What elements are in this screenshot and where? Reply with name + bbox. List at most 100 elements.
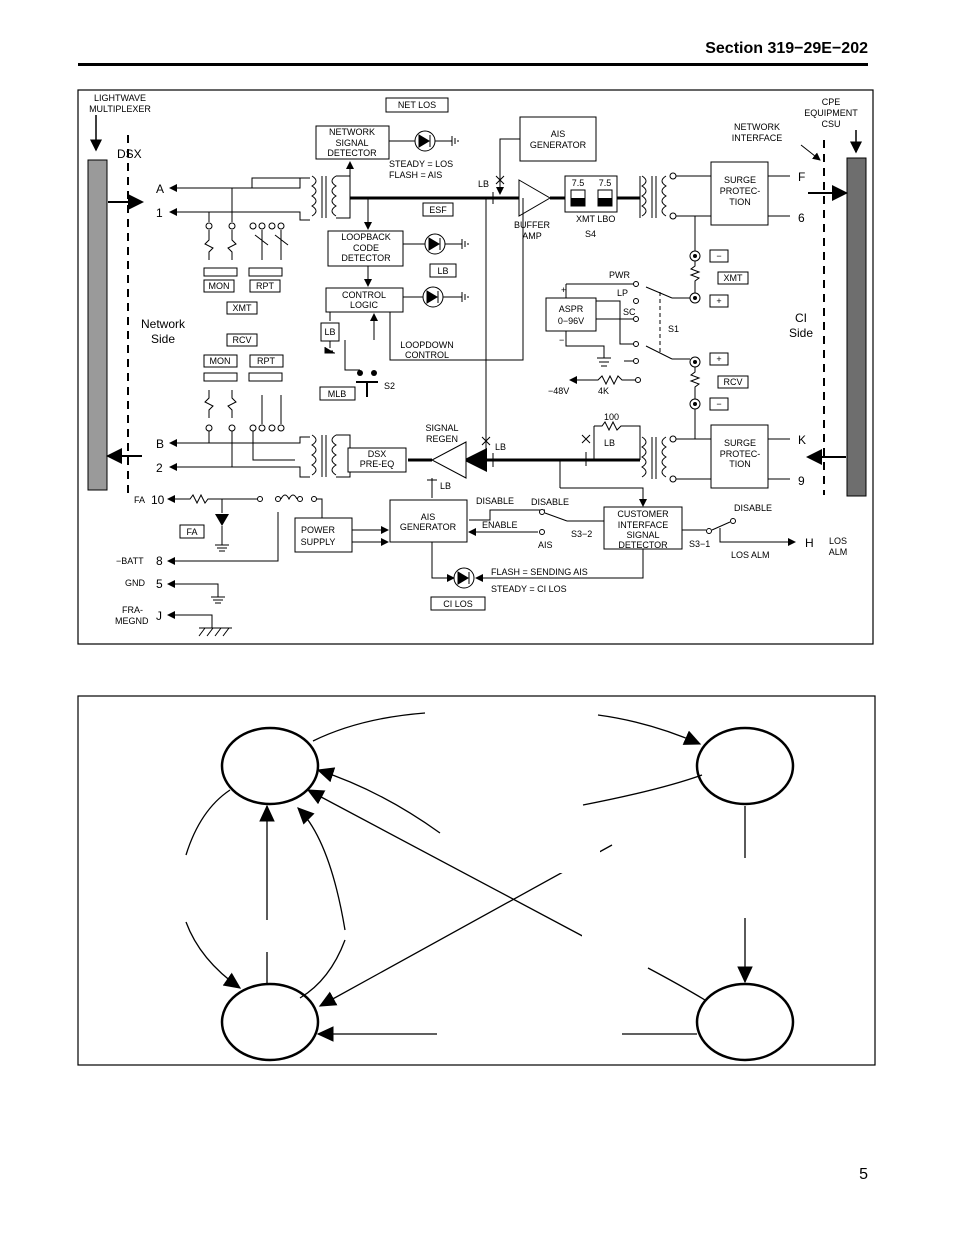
- multiplexer-label: MULTIPLEXER: [89, 104, 151, 114]
- multiplexer-bar: [87, 159, 108, 491]
- svg-text:MLB: MLB: [328, 389, 347, 399]
- svg-text:DISABLE: DISABLE: [476, 496, 514, 506]
- svg-text:−48V: −48V: [548, 386, 569, 396]
- terminal-a: A: [156, 182, 164, 196]
- terminal-1: 1: [156, 206, 163, 220]
- svg-text:J: J: [156, 609, 162, 623]
- state-node-bottom-right: [695, 982, 795, 1062]
- svg-text:10: 10: [151, 493, 165, 507]
- svg-text:PROTEC-: PROTEC-: [720, 186, 761, 196]
- svg-text:S1: S1: [668, 324, 679, 334]
- svg-text:PRE-EQ: PRE-EQ: [360, 459, 395, 469]
- svg-text:LP: LP: [617, 288, 628, 298]
- svg-text:GENERATOR: GENERATOR: [530, 140, 587, 150]
- svg-text:AIS: AIS: [421, 512, 436, 522]
- svg-text:FRA-: FRA-: [122, 605, 143, 615]
- terminal-6: 6: [798, 211, 805, 225]
- svg-text:RCV: RCV: [723, 377, 742, 387]
- svg-text:S2: S2: [384, 381, 395, 391]
- terminal-9: 9: [798, 474, 805, 488]
- terminal-f: F: [798, 170, 805, 184]
- terminal-2: 2: [156, 461, 163, 475]
- csu-bar: [846, 157, 867, 497]
- net-los-label: NET LOS: [398, 100, 436, 110]
- svg-text:DSX: DSX: [368, 449, 387, 459]
- terminal-k: K: [798, 433, 806, 447]
- transition-right-arc: [297, 807, 346, 931]
- transition-top-right-out: [582, 774, 703, 806]
- svg-text:AIS: AIS: [551, 129, 566, 139]
- svg-text:DISABLE: DISABLE: [531, 497, 569, 507]
- state-node-bottom-left: [220, 982, 320, 1062]
- svg-text:CUSTOMER: CUSTOMER: [617, 509, 669, 519]
- svg-text:XMT: XMT: [724, 273, 744, 283]
- svg-text:GND: GND: [125, 578, 146, 588]
- svg-text:SC: SC: [623, 307, 636, 317]
- svg-text:S4: S4: [585, 229, 596, 239]
- svg-text:−BATT: −BATT: [116, 556, 144, 566]
- svg-text:ENABLE: ENABLE: [482, 520, 518, 530]
- rpt-bottom-label: RPT: [257, 356, 276, 366]
- svg-text:REGEN: REGEN: [426, 434, 458, 444]
- svg-text:LOS ALM: LOS ALM: [731, 550, 770, 560]
- section-heading: Section 319−29E−202: [705, 40, 868, 57]
- svg-text:MEGND: MEGND: [115, 616, 149, 626]
- svg-text:FLASH = AIS: FLASH = AIS: [389, 170, 442, 180]
- terminal-b: B: [156, 437, 164, 451]
- network-side-label-1: Network: [141, 317, 186, 331]
- dsx-label: DSX: [117, 147, 142, 161]
- svg-text:100: 100: [604, 412, 619, 422]
- svg-text:INTERFACE: INTERFACE: [732, 133, 783, 143]
- svg-text:7.5: 7.5: [572, 178, 585, 188]
- svg-text:LOOPBACK: LOOPBACK: [341, 232, 391, 242]
- svg-text:S3−2: S3−2: [571, 529, 592, 539]
- svg-text:SIGNAL: SIGNAL: [425, 423, 458, 433]
- svg-text:LB: LB: [495, 442, 506, 452]
- rcv-left-label: RCV: [232, 335, 251, 345]
- transition-left-arc-bottom: [185, 921, 242, 989]
- svg-text:CPE: CPE: [822, 97, 841, 107]
- transition-diagonal-down: [306, 789, 591, 941]
- svg-text:AMP: AMP: [522, 231, 542, 241]
- svg-text:FLASH = SENDING AIS: FLASH = SENDING AIS: [491, 567, 588, 577]
- mon-top-label: MON: [209, 281, 230, 291]
- svg-text:POWER: POWER: [301, 525, 336, 535]
- state-diagram-frame: [77, 695, 876, 1066]
- svg-text:CODE: CODE: [353, 243, 379, 253]
- svg-text:+: +: [716, 354, 721, 364]
- svg-text:SURGE: SURGE: [724, 175, 756, 185]
- transition-mid-to-top-left: [316, 767, 441, 834]
- svg-text:ASPR: ASPR: [559, 304, 584, 314]
- transition-right-arc-low: [299, 939, 346, 999]
- svg-text:8: 8: [156, 554, 163, 568]
- svg-text:+: +: [561, 285, 566, 295]
- svg-text:LB: LB: [478, 179, 489, 189]
- svg-text:LOOPDOWN: LOOPDOWN: [400, 340, 454, 350]
- transition-bottom-right-stub: [647, 967, 706, 1001]
- svg-text:NETWORK: NETWORK: [734, 122, 780, 132]
- svg-text:INTERFACE: INTERFACE: [618, 520, 669, 530]
- svg-text:FA: FA: [134, 495, 145, 505]
- svg-text:−: −: [716, 399, 721, 409]
- svg-text:S3−1: S3−1: [689, 539, 710, 549]
- svg-text:DETECTOR: DETECTOR: [618, 540, 668, 550]
- mon-bottom-label: MON: [210, 356, 231, 366]
- lightwave-label: LIGHTWAVE: [94, 93, 146, 103]
- svg-text:NETWORK: NETWORK: [329, 127, 375, 137]
- svg-text:LOGIC: LOGIC: [350, 300, 379, 310]
- svg-text:STEADY = LOS: STEADY = LOS: [389, 159, 453, 169]
- diagram-frame: [77, 89, 874, 645]
- page-number: 5: [859, 1166, 868, 1183]
- svg-text:PWR: PWR: [609, 270, 630, 280]
- svg-text:CSU: CSU: [821, 119, 840, 129]
- svg-text:SIGNAL: SIGNAL: [335, 138, 368, 148]
- svg-text:+: +: [716, 296, 721, 306]
- svg-text:TION: TION: [729, 197, 751, 207]
- svg-text:7.5: 7.5: [599, 178, 612, 188]
- svg-text:LB: LB: [324, 327, 335, 337]
- svg-text:PROTEC-: PROTEC-: [720, 449, 761, 459]
- terminal-h: H: [805, 536, 814, 550]
- svg-text:AIS: AIS: [538, 540, 553, 550]
